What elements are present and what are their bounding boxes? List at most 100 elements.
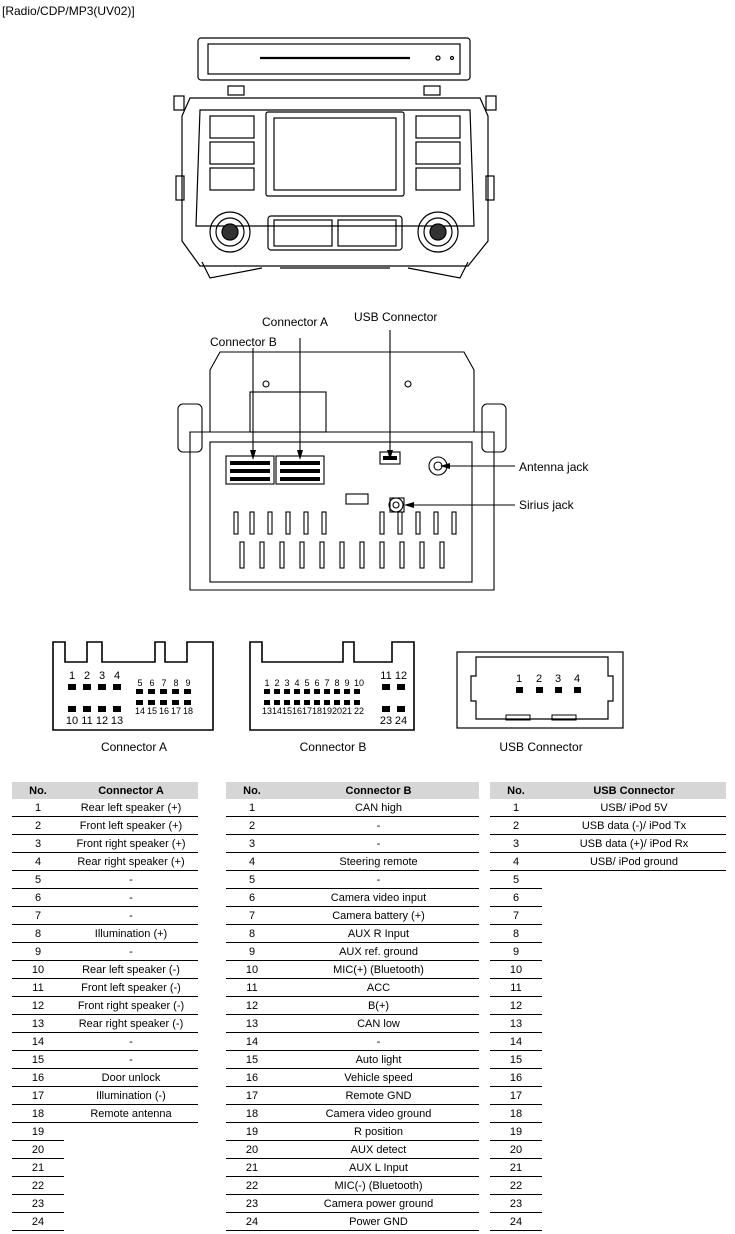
pin-number: 14 [12, 1032, 64, 1051]
pin-function: Vehicle speed [278, 1068, 479, 1087]
svg-text:22: 22 [354, 706, 364, 716]
pin-function: R position [278, 1122, 479, 1141]
pin-function: - [278, 1032, 479, 1051]
pin-number: 5 [226, 870, 278, 889]
page-title: [Radio/CDP/MP3(UV02)] [2, 4, 135, 18]
pin-function [542, 1015, 726, 1033]
table-header-no: No. [12, 782, 64, 799]
table-row: 9- [12, 942, 198, 961]
pin-function: Front right speaker (-) [64, 996, 198, 1015]
head-unit-front-view [173, 37, 497, 279]
pin-number: 6 [12, 888, 64, 907]
pin-number: 9 [490, 942, 542, 961]
svg-text:10: 10 [354, 678, 364, 688]
table-row: 5- [12, 870, 198, 889]
table-row: 15- [12, 1050, 198, 1069]
pin-function: Remote antenna [64, 1104, 198, 1123]
table-row: 23 [12, 1194, 198, 1213]
pin-number: 12 [12, 996, 64, 1015]
pin-function [542, 889, 726, 907]
pin-number: 19 [12, 1122, 64, 1141]
svg-text:2: 2 [536, 673, 542, 685]
svg-text:15: 15 [147, 706, 157, 716]
table-row: 9 [490, 942, 726, 961]
table-row: 6- [12, 888, 198, 907]
pin-function: - [64, 1032, 198, 1051]
svg-text:3: 3 [284, 678, 289, 688]
pin-number: 10 [12, 960, 64, 979]
pin-number: 16 [490, 1068, 542, 1087]
svg-text:16: 16 [159, 706, 169, 716]
svg-text:11: 11 [81, 715, 92, 727]
pin-function [542, 1123, 726, 1141]
pin-number: 3 [226, 834, 278, 853]
svg-text:4: 4 [294, 678, 299, 688]
table-row: 22 [490, 1176, 726, 1195]
pin-function [542, 997, 726, 1015]
pin-function: AUX R Input [278, 924, 479, 943]
table-header-desc: USB Connector [542, 782, 726, 799]
callout-sirius-jack: Sirius jack [519, 498, 574, 512]
pin-function: - [64, 906, 198, 925]
pin-number: 15 [226, 1050, 278, 1069]
svg-text:3: 3 [555, 673, 561, 685]
table-row: 7- [12, 906, 198, 925]
pin-function: Power GND [278, 1212, 479, 1231]
pin-number: 18 [226, 1104, 278, 1123]
table-row: 18 [490, 1104, 726, 1123]
table-row: 20 [490, 1140, 726, 1159]
table-row: 21 [490, 1158, 726, 1177]
pin-function: - [64, 1050, 198, 1069]
pin-function [542, 1213, 726, 1231]
svg-text:19: 19 [322, 706, 332, 716]
svg-text:13: 13 [262, 706, 272, 716]
pin-function [64, 1177, 198, 1195]
pin-function [542, 1069, 726, 1087]
pin-function: Front right speaker (+) [64, 834, 198, 853]
pin-function [542, 925, 726, 943]
pin-function: - [64, 942, 198, 961]
pin-function: Rear left speaker (-) [64, 960, 198, 979]
pin-number: 10 [490, 960, 542, 979]
pin-function: MIC(-) (Bluetooth) [278, 1176, 479, 1195]
svg-text:1: 1 [264, 678, 269, 688]
table-row: 3- [226, 834, 479, 853]
pin-function: Auto light [278, 1050, 479, 1069]
pin-function [542, 1105, 726, 1123]
pin-number: 22 [226, 1176, 278, 1195]
pin-function [542, 1087, 726, 1105]
pin-function [542, 979, 726, 997]
pin-number: 4 [226, 852, 278, 871]
table-row: 16 [490, 1068, 726, 1087]
table-row: 5 [490, 870, 726, 889]
pin-function: Camera battery (+) [278, 906, 479, 925]
pin-number: 22 [490, 1176, 542, 1195]
pin-function [542, 1177, 726, 1195]
table-row: 6 [490, 888, 726, 907]
pin-function: ACC [278, 978, 479, 997]
pin-function [64, 1159, 198, 1177]
svg-text:4: 4 [574, 673, 580, 685]
table-row: 2- [226, 816, 479, 835]
pin-number: 7 [12, 906, 64, 925]
pin-function: - [64, 888, 198, 907]
table-header-desc: Connector B [278, 782, 479, 799]
pin-function [542, 943, 726, 961]
pin-number: 24 [226, 1212, 278, 1231]
